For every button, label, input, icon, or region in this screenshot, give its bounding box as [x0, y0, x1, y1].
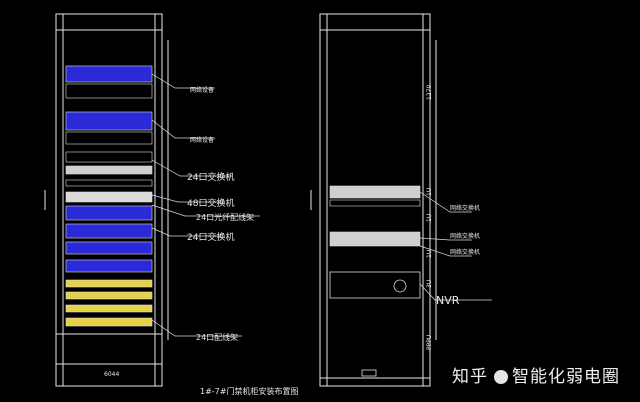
drawing-caption: 1#-7#门禁机柜安装布置图	[200, 386, 298, 396]
switch-unit	[65, 191, 153, 203]
label-network-a: 网络设备	[190, 86, 214, 94]
switch-unit	[329, 199, 421, 207]
label-24-fiber: 24口光纤配线架	[196, 212, 254, 222]
label-24-switch-a: 24口交换机	[187, 171, 234, 183]
watermark: 知乎 智能化弱电圈	[452, 362, 620, 387]
nvr-knob-icon	[393, 279, 407, 293]
dim-text: 3U	[426, 280, 433, 288]
yellow-unit	[65, 291, 153, 300]
label-network-b: 网络设备	[190, 136, 214, 144]
right-leaders	[419, 191, 492, 301]
switch-unit	[65, 165, 153, 175]
foot-mark	[361, 369, 377, 377]
dim-text: 1U	[426, 214, 433, 222]
label-switch-r2: 网络交换机	[450, 232, 480, 240]
right-rack-frame	[310, 13, 437, 387]
blue-unit	[65, 205, 153, 221]
watermark-logo-icon	[494, 370, 508, 384]
right-rack-units	[329, 185, 421, 377]
blue-unit	[65, 65, 153, 83]
switch-unit	[65, 179, 153, 187]
label-24-patch: 24口配线架	[196, 332, 238, 342]
dim-text: 1270	[426, 85, 433, 100]
nvr-unit	[329, 271, 421, 299]
switch-unit	[329, 185, 421, 199]
label-switch-r3: 网络交换机	[450, 248, 480, 256]
blue-unit	[65, 223, 153, 239]
dim-text: 1U	[426, 188, 433, 196]
yellow-unit	[65, 304, 153, 313]
blue-unit	[65, 241, 153, 255]
blue-unit	[65, 111, 153, 131]
label-48-switch: 48口交换机	[187, 197, 234, 209]
left-leaders	[151, 73, 260, 337]
switch-unit	[329, 231, 421, 247]
switch-unit	[65, 151, 153, 163]
dim-text: 1U	[426, 250, 433, 258]
base-mark: 6044	[104, 371, 119, 378]
label-nvr: NVR	[436, 294, 460, 307]
patch-unit	[65, 131, 153, 145]
dim-text: PPPU	[426, 335, 433, 350]
left-rack-units	[65, 65, 153, 327]
blue-unit	[65, 259, 153, 273]
patch-unit	[65, 83, 153, 99]
label-switch-r1: 网络交换机	[450, 204, 480, 212]
watermark-author: 智能化弱电圈	[512, 367, 620, 387]
yellow-unit	[65, 279, 153, 288]
label-24-switch-b: 24口交换机	[187, 231, 234, 243]
watermark-platform: 知乎	[452, 367, 488, 387]
yellow-unit	[65, 317, 153, 327]
